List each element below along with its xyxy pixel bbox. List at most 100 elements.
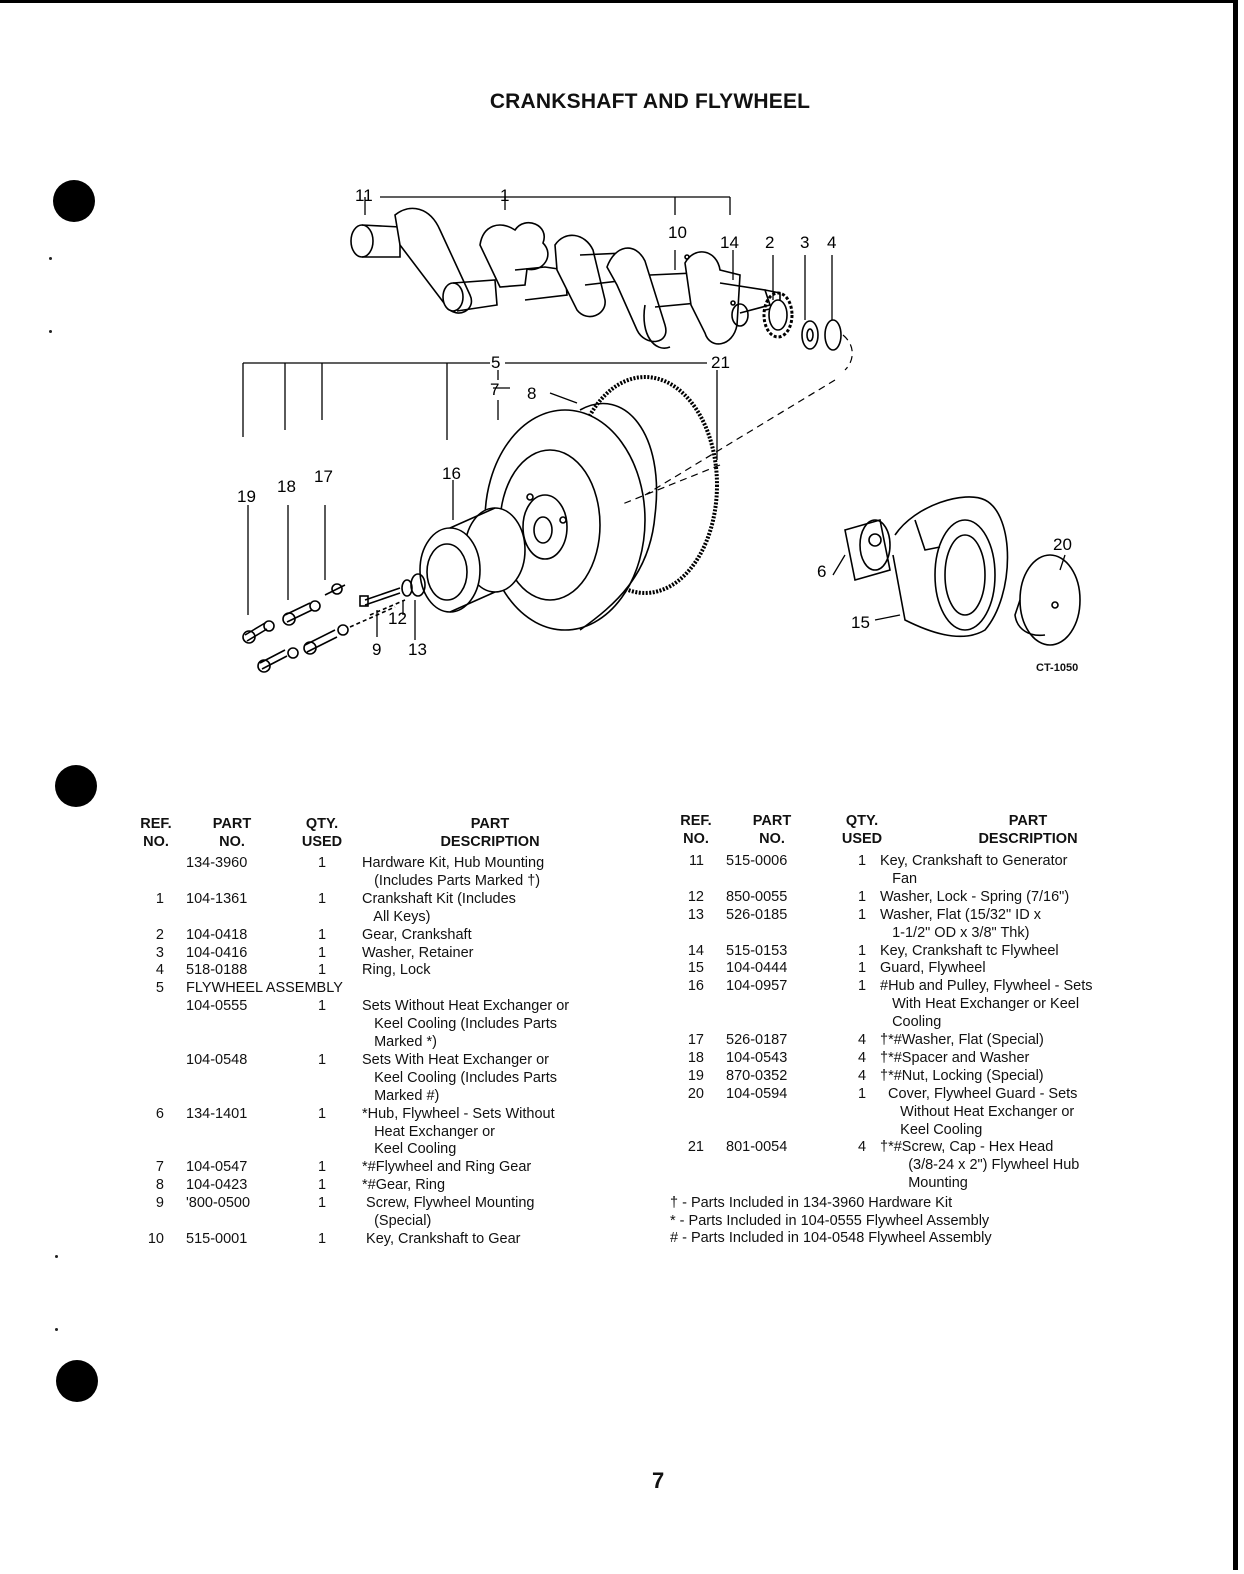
description-line: Without Heat Exchanger or [880,1103,1075,1120]
ref-cell: 13 [687,906,704,923]
description-line: Washer, Lock - Spring (7/16") [880,888,1070,905]
description-cell: Screw, Flywheel Mounting (Special) [362,1195,534,1231]
callout-labels: 11 1 10 14 2 3 4 5 21 7 8 19 18 17 16 6 … [237,186,1072,659]
ref-cell: 4 [155,962,164,979]
description-cell: *#Gear, Ring [362,1177,445,1195]
part-no-cell: 518-0188 [186,962,248,979]
description-line: (Special) [362,1213,432,1229]
description-cell: Washer, Retainer [362,945,473,963]
svg-text:15: 15 [851,613,870,632]
description-line: Marked #) [362,1087,440,1104]
description-cell: †*#Nut, Locking (Special) [880,1068,1044,1086]
description-cell: Washer, Flat (15/32" ID x 1-1/2" OD x 3/… [880,907,1041,943]
description-line: Crankshaft Kit (Includes [362,890,516,907]
ref-cell: 1 [155,890,164,907]
ref-cell: 11 [688,853,704,869]
part-no-cell: 134-3960 [186,855,248,871]
description-cell: Sets With Heat Exchanger or Keel Cooling… [362,1052,557,1106]
part-no-cell: FLYWHEEL ASSEMBLY [186,980,343,997]
header-qty: QTY.USED [841,813,883,847]
part-no-cell: 104-0418 [186,926,248,943]
qty-cell: 4 [857,1139,867,1156]
qty-cell: 1 [317,1105,327,1122]
description-line: Sets Without Heat Exchanger or [362,998,570,1015]
description-line: Key, Crankshaft to Generator [880,853,1068,869]
description-line: Sets With Heat Exchanger or [362,1051,549,1068]
description-line: Guard, Flywheel [880,960,986,977]
svg-text:10: 10 [668,223,687,242]
description-line: Ring, Lock [362,962,431,979]
qty-cell: 1 [857,1085,867,1102]
part-no-cell: 104-0594 [726,1085,788,1102]
exploded-view-svg: 11 1 10 14 2 3 4 5 21 7 8 19 18 17 16 6 … [237,186,1081,673]
svg-text:4: 4 [827,233,836,252]
description-line: Keel Cooling [880,1121,983,1138]
description-cell: Hardware Kit, Hub Mounting (Includes Par… [362,855,544,891]
description-cell: Guard, Flywheel [880,960,986,978]
page-number: 7 [652,1468,665,1493]
part-no-cell: 526-0187 [726,1032,788,1048]
ref-cell: 15 [687,960,704,977]
part-no-cell: 104-1361 [186,890,248,907]
description-line: All Keys) [362,908,431,925]
alignment-lines [619,334,853,506]
binder-hole-bottom [56,1360,98,1402]
svg-text:3: 3 [800,233,809,252]
exploded-view-diagram: 11 1 10 14 2 3 4 5 21 7 8 19 18 17 16 6 … [225,175,1085,695]
part-no-cell: 850-0055 [726,888,788,905]
qty-cell: 4 [857,1032,867,1048]
svg-text:21: 21 [711,353,730,372]
svg-text:19: 19 [237,487,256,506]
scan-speck [49,330,52,333]
footnote-star: * - Parts Included in 104-0555 Flywheel … [670,1212,990,1229]
qty-cell: 1 [317,926,327,943]
hub-guard-cover-drawing [844,496,1081,646]
ref-cell: 8 [155,1177,164,1194]
part-no-cell: 134-1401 [186,1105,248,1122]
description-line: Fan [880,870,918,887]
qty-cell: 1 [317,1177,327,1194]
svg-text:8: 8 [527,384,536,403]
description-line: Cooling [880,1014,942,1031]
part-no-cell: 515-0001 [186,1230,248,1247]
ref-cell: 18 [687,1049,704,1066]
description-cell: Sets Without Heat Exchanger or Keel Cool… [362,998,569,1052]
description-line: †*#Washer, Flat (Special) [880,1032,1044,1048]
footnotes: † - Parts Included in 134-3960 Hardware … [670,1195,992,1248]
svg-text:6: 6 [817,562,826,581]
ref-cell: 19 [687,1067,704,1084]
qty-cell: 1 [317,998,327,1015]
description-line: (Includes Parts Marked †) [362,872,541,889]
qty-cell: 1 [317,1159,327,1176]
gear-washer-ring-drawing [762,291,842,351]
ref-cell: 21 [687,1139,704,1156]
description-line: Heat Exchanger or [362,1123,495,1140]
description-cell: Key, Crankshaft to Generator Fan [880,853,1068,889]
description-line: 1-1/2" OD x 3/8" Thk) [880,924,1030,941]
qty-cell: 1 [317,1195,327,1212]
part-no-cell: 104-0957 [726,978,788,995]
svg-text:7: 7 [490,380,499,399]
screw-washers-drawing [359,573,426,616]
part-no-cell: 515-0006 [726,853,788,869]
description-line: Keel Cooling (Includes Parts [362,1016,558,1033]
callout-1: 1 [500,186,509,205]
description-line: With Heat Exchanger or Keel [880,996,1080,1013]
description-cell: Washer, Lock - Spring (7/16") [880,889,1069,907]
svg-text:2: 2 [765,233,774,252]
qty-cell: 1 [857,978,867,995]
qty-cell: 1 [857,888,867,905]
ref-cell: 10 [147,1230,164,1247]
qty-cell: 1 [857,906,867,923]
ref-cell: 12 [687,888,704,905]
qty-cell: 1 [857,942,867,959]
description-cell: †*#Washer, Flat (Special) [880,1032,1044,1050]
footnote-dagger: † - Parts Included in 134-3960 Hardware … [670,1195,953,1211]
qty-cell: 1 [317,890,327,907]
description-line: Keel Cooling (Includes Parts [362,1069,558,1086]
ref-cell: 6 [155,1105,164,1122]
